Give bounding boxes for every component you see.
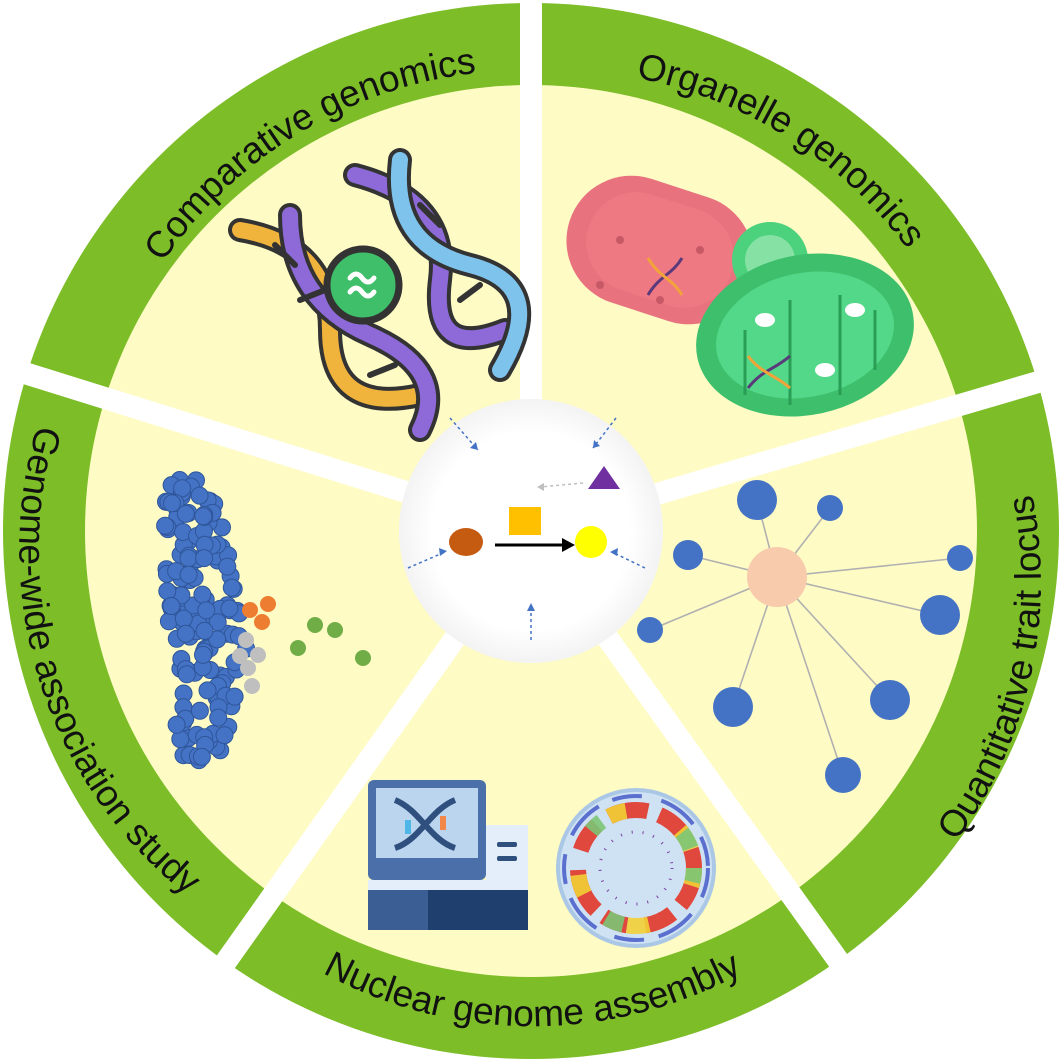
gwas-dot (355, 650, 371, 666)
mitochondrion-icon (566, 175, 754, 325)
gwas-dot (260, 596, 276, 612)
gwas-dot (197, 601, 216, 620)
gwas-dot (194, 507, 213, 526)
purple-triangle (588, 466, 620, 489)
gwas-dot (238, 632, 254, 648)
gwas-dot (195, 621, 214, 640)
gwas-dot (220, 599, 239, 618)
gwas-dot (218, 557, 237, 576)
gwas-dot (193, 585, 212, 604)
gwas-dot-plot-icon (156, 471, 371, 770)
chloroplast-icon (696, 222, 914, 417)
gwas-dot (250, 647, 266, 663)
gwas-dot (327, 622, 343, 638)
gwas-dot (232, 648, 248, 664)
gwas-dot (209, 708, 228, 727)
gwas-dot (173, 479, 192, 498)
gwas-dot (290, 640, 306, 656)
gwas-dot (215, 726, 234, 745)
gwas-dot (244, 678, 260, 694)
dna-helix-icon (228, 148, 532, 442)
orange-square (509, 507, 541, 535)
gwas-dot (159, 612, 178, 631)
gwas-dot (162, 597, 181, 615)
arrowhead-b (527, 603, 535, 611)
arrowhead-tr (593, 440, 600, 448)
gwas-dot (225, 687, 244, 706)
arrowhead-r (610, 548, 618, 556)
gwas-dot (179, 565, 198, 584)
circular-genome-icon (556, 788, 716, 948)
gwas-dot (240, 660, 256, 676)
gwas-dot (167, 715, 186, 734)
arrowhead-gray (537, 483, 544, 491)
gwas-dot (192, 747, 211, 766)
gwas-dot (174, 609, 193, 628)
gwas-dot (222, 578, 241, 597)
gwas-dot (177, 665, 196, 684)
gwas-dot (242, 602, 258, 618)
yellow-circle (575, 526, 607, 558)
gwas-dot (158, 582, 177, 601)
gwas-dot (195, 549, 214, 568)
central-hub (399, 399, 663, 663)
gwas-dot (208, 630, 227, 649)
gwas-dot (163, 494, 181, 513)
gwas-dot (176, 504, 195, 523)
gwas-dot (254, 614, 270, 630)
black-arrowhead (562, 538, 575, 552)
qtl-network-icon (637, 480, 973, 793)
brown-oval (449, 528, 483, 556)
gwas-dot (156, 516, 175, 535)
gwas-dot (176, 624, 195, 643)
sequencer-icon (368, 780, 528, 930)
gwas-dot (179, 549, 198, 568)
gwas-dot (198, 681, 217, 700)
gwas-dot (307, 617, 323, 633)
arrowhead-l (439, 548, 447, 556)
gwas-dot (190, 701, 209, 720)
arrowhead-tl (470, 442, 478, 450)
gwas-dot (190, 486, 209, 505)
gwas-dot (194, 645, 212, 664)
